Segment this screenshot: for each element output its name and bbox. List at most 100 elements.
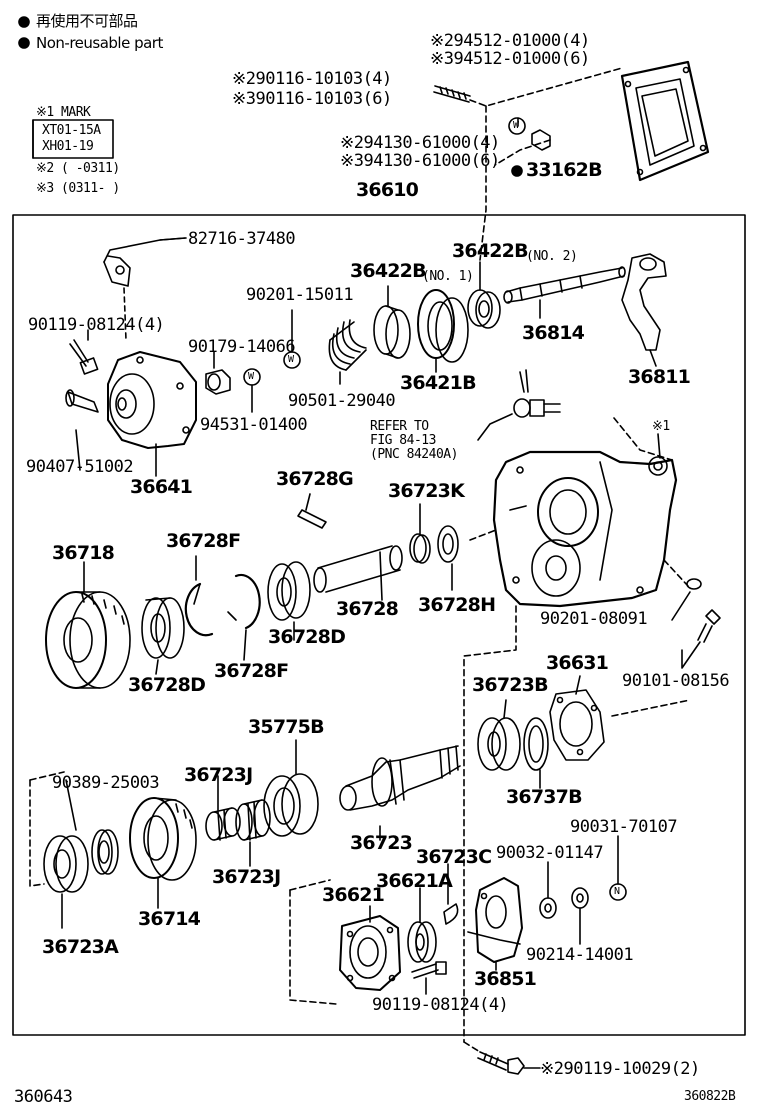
- part-label[interactable]: 36728F: [166, 530, 241, 552]
- bearing-36723a-icon: [43, 835, 89, 893]
- part-label[interactable]: 36621: [322, 884, 385, 906]
- mark-note-title: ※1 MARK: [36, 105, 91, 120]
- part-label[interactable]: ※294512-01000(4): [430, 31, 590, 51]
- part-label[interactable]: 94531-01400: [200, 415, 308, 435]
- part-label[interactable]: 36641: [130, 476, 193, 498]
- bolt-icon: [477, 1051, 525, 1075]
- part-label[interactable]: 36723K: [388, 480, 465, 502]
- part-label[interactable]: 36723: [350, 832, 413, 854]
- part-label[interactable]: 36811: [628, 366, 691, 388]
- bolt-icon: [697, 609, 721, 643]
- part-label[interactable]: 36814: [522, 322, 585, 344]
- cover-36641-icon: [107, 351, 197, 449]
- part-label[interactable]: 36718: [52, 542, 115, 564]
- part-label[interactable]: 36714: [138, 908, 201, 930]
- part-label[interactable]: 36610: [356, 179, 419, 201]
- part-label[interactable]: 36723B: [472, 674, 549, 696]
- part-label[interactable]: 36728D: [128, 674, 206, 696]
- w-mark-label: W: [513, 120, 519, 131]
- bearing-36728d-icon: [141, 597, 185, 659]
- part-label[interactable]: 36421B: [400, 372, 477, 394]
- part-label[interactable]: 36737B: [506, 786, 583, 808]
- key-icon: [297, 509, 327, 529]
- part-label[interactable]: 90179-14066: [188, 337, 296, 357]
- part-label[interactable]: 90101-08156: [622, 671, 730, 691]
- pin-icon: [65, 389, 99, 413]
- assembly-frame: [12, 214, 746, 1036]
- gear-36714-icon: [129, 797, 197, 881]
- washer-icon: [571, 887, 589, 909]
- serial-note: ※2 ( -0311): [36, 161, 120, 176]
- part-label[interactable]: 35775B: [248, 716, 325, 738]
- key-36723c-icon: [443, 903, 459, 925]
- washer-icon: [686, 578, 702, 590]
- part-label[interactable]: 90031-70107: [570, 817, 678, 837]
- mark-1-callout: ※1: [652, 419, 670, 434]
- part-label[interactable]: 36723C: [416, 846, 492, 868]
- part-label[interactable]: 36728H: [418, 594, 496, 616]
- w-washer-mark-icon: [508, 117, 526, 135]
- part-label[interactable]: 36723J: [184, 764, 253, 786]
- part-label[interactable]: 36728G: [276, 468, 354, 490]
- part-label[interactable]: ※390116-10103(6): [232, 89, 392, 109]
- part-label[interactable]: 36631: [546, 652, 609, 674]
- part-label[interactable]: 90201-08091: [540, 609, 648, 629]
- legend-japanese: 再使用不可部品: [36, 12, 138, 30]
- legend-english: Non-reusable part: [36, 34, 163, 52]
- part-label[interactable]: 36422B: [452, 240, 529, 262]
- retainer-36621-icon: [339, 915, 401, 991]
- washer-36728h-icon: [437, 525, 459, 563]
- part-label[interactable]: 90119-08124(4): [372, 995, 509, 1015]
- needle-bearing-icon: [235, 799, 271, 841]
- part-label[interactable]: 90214-14001: [526, 945, 634, 965]
- ring-36422b-no1-icon: [373, 305, 411, 359]
- part-label[interactable]: 90501-29040: [288, 391, 396, 411]
- part-label[interactable]: 36723A: [42, 936, 119, 958]
- seal-36621a-icon: [407, 921, 437, 963]
- part-label[interactable]: 90407-51002: [26, 457, 134, 477]
- part-label[interactable]: 36723J: [212, 866, 281, 888]
- part-label[interactable]: ※294130-61000(4): [340, 133, 500, 153]
- sensor-icon: [513, 369, 561, 418]
- mark-note-line: XH01-19: [42, 139, 94, 154]
- non-reusable-dot-icon: [511, 165, 523, 177]
- part-label[interactable]: 90389-25003: [52, 773, 160, 793]
- part-label[interactable]: 36728: [336, 598, 399, 620]
- part-label[interactable]: ※290119-10029(2): [540, 1059, 700, 1079]
- part-label[interactable]: 36728F: [214, 660, 289, 682]
- part-label[interactable]: 36422B: [350, 260, 427, 282]
- part-label[interactable]: ※394512-01000(6): [430, 49, 590, 69]
- serial-note: ※3 (0311- ): [36, 181, 120, 196]
- part-label-suffix: (NO. 1): [422, 269, 474, 284]
- part-label[interactable]: 36851: [474, 968, 537, 990]
- shift-shaft-icon: [503, 266, 626, 304]
- bolt-icon: [69, 339, 99, 375]
- cover-36851-icon: [467, 877, 523, 963]
- part-label[interactable]: 90201-15011: [246, 285, 354, 305]
- w-mark-label: W: [288, 354, 294, 365]
- snap-ring-icon: [184, 582, 214, 637]
- needle-bearing-icon: [205, 807, 241, 841]
- ring-36723k-icon: [409, 533, 431, 564]
- part-label[interactable]: 90119-08124(4): [28, 315, 165, 335]
- gasket-33162b-icon: [620, 60, 710, 182]
- refer-note-line: REFER TO: [370, 419, 429, 434]
- part-label[interactable]: 36621A: [376, 870, 453, 892]
- legend-dot-icon: [18, 37, 30, 49]
- w-mark-label: W: [248, 371, 254, 382]
- part-label[interactable]: 33162B: [526, 159, 603, 181]
- sync-ring-36421b-icon: [417, 289, 469, 363]
- part-label[interactable]: 36728D: [268, 626, 346, 648]
- figure-id-left: 360643: [14, 1087, 73, 1107]
- part-label[interactable]: 82716-37480: [188, 229, 296, 249]
- washer-icon: [539, 897, 557, 919]
- part-label[interactable]: ※290116-10103(4): [232, 69, 392, 89]
- part-label[interactable]: ※394130-61000(6): [340, 151, 500, 171]
- spring-icon: [328, 319, 367, 371]
- bearing-36723b-icon: [477, 717, 521, 771]
- part-label[interactable]: 90032-01147: [496, 843, 604, 863]
- seal-36737b-icon: [523, 717, 549, 771]
- bearing-35775b-icon: [263, 773, 319, 837]
- lever-plate-icon: [103, 237, 186, 287]
